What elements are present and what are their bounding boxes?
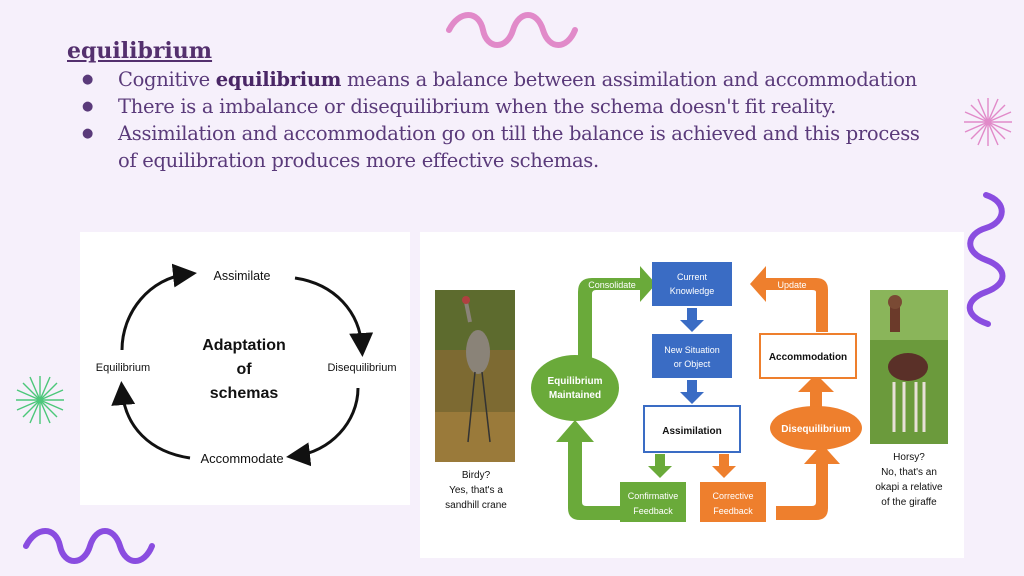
- bullet-text: Cognitive: [118, 68, 216, 91]
- new-situation-line2: or Object: [674, 359, 711, 369]
- crane-caption-line2: Yes, that's a: [449, 485, 503, 496]
- cycle-svg: Assimilate Disequilibrium Accommodate Eq…: [96, 263, 397, 467]
- consolidate-label: Consolidate: [588, 280, 636, 290]
- current-knowledge-box: [652, 262, 732, 306]
- assimilation-label: Assimilation: [662, 426, 721, 437]
- confirmative-feedback-line1: Confirmative: [628, 491, 679, 501]
- bullet-item: There is a imbalance or disequilibrium w…: [82, 93, 942, 120]
- bullet-text: Assimilation and accommodation go on til…: [118, 122, 920, 172]
- purple-squiggle-bottom-decoration: [23, 528, 155, 564]
- consolidate-arrow: [578, 266, 656, 360]
- disequilibrium-label: Disequilibrium: [781, 424, 851, 435]
- cycle-label-assimilate: Assimilate: [214, 269, 271, 283]
- bullet-item: Cognitive equilibrium means a balance be…: [82, 66, 942, 93]
- corrective-return-arrow: [776, 444, 840, 520]
- bullet-bold-text: equilibrium: [215, 68, 342, 91]
- okapi-caption-line1: Horsy?: [893, 452, 925, 463]
- disequilibrium-to-accommodation-arrow: [798, 374, 834, 408]
- pink-starburst-decoration: [964, 98, 1012, 146]
- green-starburst-decoration: [16, 376, 64, 424]
- cycle-arrow-bottom-left: [111, 381, 191, 460]
- slide-title: equilibrium: [67, 38, 213, 64]
- okapi-caption-line3: okapi a relative: [875, 482, 943, 493]
- confirmative-feedback-box: [620, 482, 686, 522]
- current-knowledge-line2: Knowledge: [670, 286, 715, 296]
- cycle-arrow-top-left: [120, 263, 197, 351]
- crane-caption-line1: Birdy?: [462, 470, 491, 481]
- confirmative-feedback-line2: Feedback: [633, 506, 673, 516]
- accommodation-box: [759, 333, 857, 379]
- okapi-photo: [870, 290, 948, 444]
- crane-caption-line3: sandhill crane: [445, 500, 507, 511]
- accommodation-label: Accommodation: [769, 352, 847, 363]
- cycle-label-equilibrium: Equilibrium: [96, 362, 150, 374]
- okapi-caption-line4: of the giraffe: [881, 497, 937, 508]
- cycle-arrow-bottom-right: [286, 387, 360, 467]
- corrective-feedback-line1: Corrective: [712, 491, 753, 501]
- new-situation-box: [652, 334, 732, 378]
- assimilation-to-confirmative-arrow: [648, 454, 672, 478]
- assimilation-to-corrective-arrow: [712, 454, 736, 478]
- knowledge-to-situation-arrow: [680, 308, 704, 332]
- cycle-center-line2: of: [236, 361, 252, 378]
- equilibrium-maintained-line1: Equilibrium: [548, 376, 603, 387]
- confirmative-return-arrow: [556, 420, 620, 520]
- adaptation-cycle-diagram: Assimilate Disequilibrium Accommodate Eq…: [80, 232, 410, 505]
- corrective-feedback-line2: Feedback: [713, 506, 753, 516]
- pink-squiggle-decoration: [446, 12, 578, 48]
- cycle-center-line3: schemas: [210, 385, 279, 402]
- cycle-label-accommodate: Accommodate: [200, 451, 283, 466]
- update-label: Update: [777, 280, 806, 290]
- situation-to-assimilation-arrow: [680, 380, 704, 404]
- cycle-center-line1: Adaptation: [202, 337, 286, 354]
- purple-squiggle-decoration: [966, 192, 1006, 327]
- cycle-label-disequilibrium: Disequilibrium: [327, 362, 396, 374]
- equilibration-flow-diagram: Birdy? Yes, that's a sandhill crane Hors…: [420, 232, 964, 558]
- assimilation-box: [643, 405, 741, 453]
- equilibrium-maintained-node: [531, 355, 619, 421]
- bullet-item: Assimilation and accommodation go on til…: [82, 120, 942, 174]
- okapi-caption-line2: No, that's an: [881, 467, 937, 478]
- corrective-feedback-box: [700, 482, 766, 522]
- new-situation-line1: New Situation: [664, 345, 720, 355]
- bullet-text: means a balance between assimilation and…: [341, 68, 917, 91]
- cycle-arrow-top-right: [294, 276, 374, 357]
- flow-svg: Birdy? Yes, that's a sandhill crane Hors…: [435, 262, 948, 522]
- sandhill-crane-photo: [435, 290, 515, 462]
- equilibrium-maintained-line2: Maintained: [549, 390, 601, 401]
- bullet-list: Cognitive equilibrium means a balance be…: [82, 66, 942, 174]
- update-arrow: [750, 266, 828, 332]
- disequilibrium-node: [770, 406, 862, 450]
- current-knowledge-line1: Current: [677, 272, 708, 282]
- bullet-text: There is a imbalance or disequilibrium w…: [118, 95, 837, 118]
